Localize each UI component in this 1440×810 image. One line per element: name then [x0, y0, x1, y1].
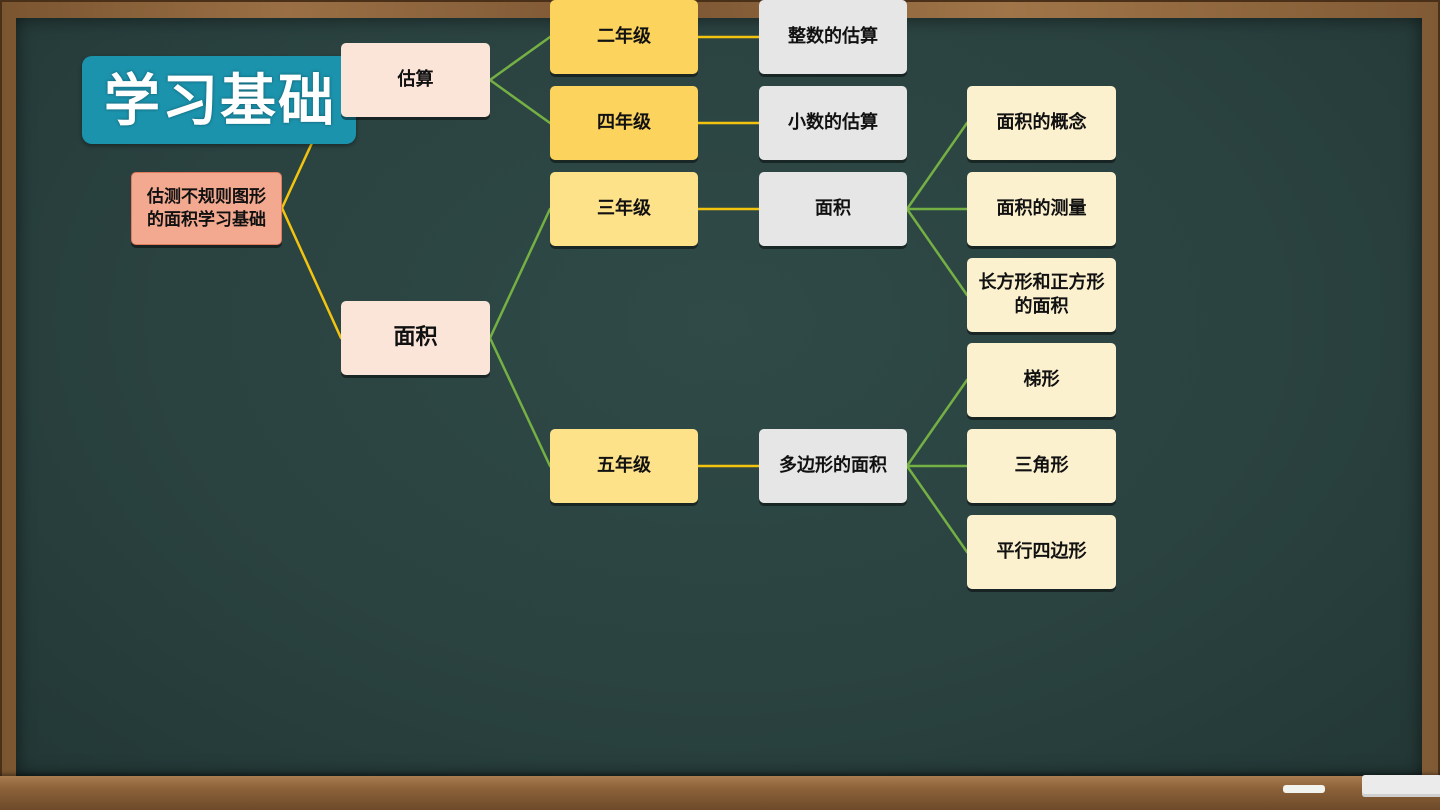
link-estimation-grade4 [488, 78, 552, 125]
topic-area: 面积 [759, 172, 907, 246]
blackboard-surface [16, 18, 1422, 776]
topic-polygon-area: 多边形的面积 [759, 429, 907, 503]
link-root-area [280, 206, 343, 340]
eraser [1362, 775, 1440, 797]
page-title: 学习基础 [104, 69, 336, 134]
grade-2: 二年级 [550, 0, 698, 74]
chalk-stick [1283, 785, 1325, 793]
leaf-parallelogram: 平行四边形 [967, 515, 1116, 589]
topic-decimal-estimation: 小数的估算 [759, 86, 907, 160]
title-plate [82, 56, 356, 144]
link-area-grade5 [488, 336, 552, 468]
leaf-rectangle-square-area: 长方形和正方形 的面积 [967, 258, 1116, 332]
leaf-triangle: 三角形 [967, 429, 1116, 503]
link-area-grade3 [488, 207, 552, 340]
root-node: 估测不规则图形 的面积学习基础 [131, 172, 282, 245]
topic-integer-estimation: 整数的估算 [759, 0, 907, 74]
chalk-ledge [0, 776, 1440, 810]
grade-5: 五年级 [550, 429, 698, 503]
link-polygon-leaf3 [905, 464, 969, 554]
link-area-leaf3 [905, 207, 969, 297]
grade-3: 三年级 [550, 172, 698, 246]
branch-area: 面积 [341, 301, 490, 375]
link-estimation-grade2 [488, 35, 552, 82]
grade-4: 四年级 [550, 86, 698, 160]
link-area-leaf1 [905, 121, 969, 211]
link-polygon-leaf1 [905, 378, 969, 468]
leaf-trapezoid: 梯形 [967, 343, 1116, 417]
branch-estimation: 估算 [341, 43, 490, 117]
leaf-area-concept: 面积的概念 [967, 86, 1116, 160]
leaf-area-measurement: 面积的测量 [967, 172, 1116, 246]
